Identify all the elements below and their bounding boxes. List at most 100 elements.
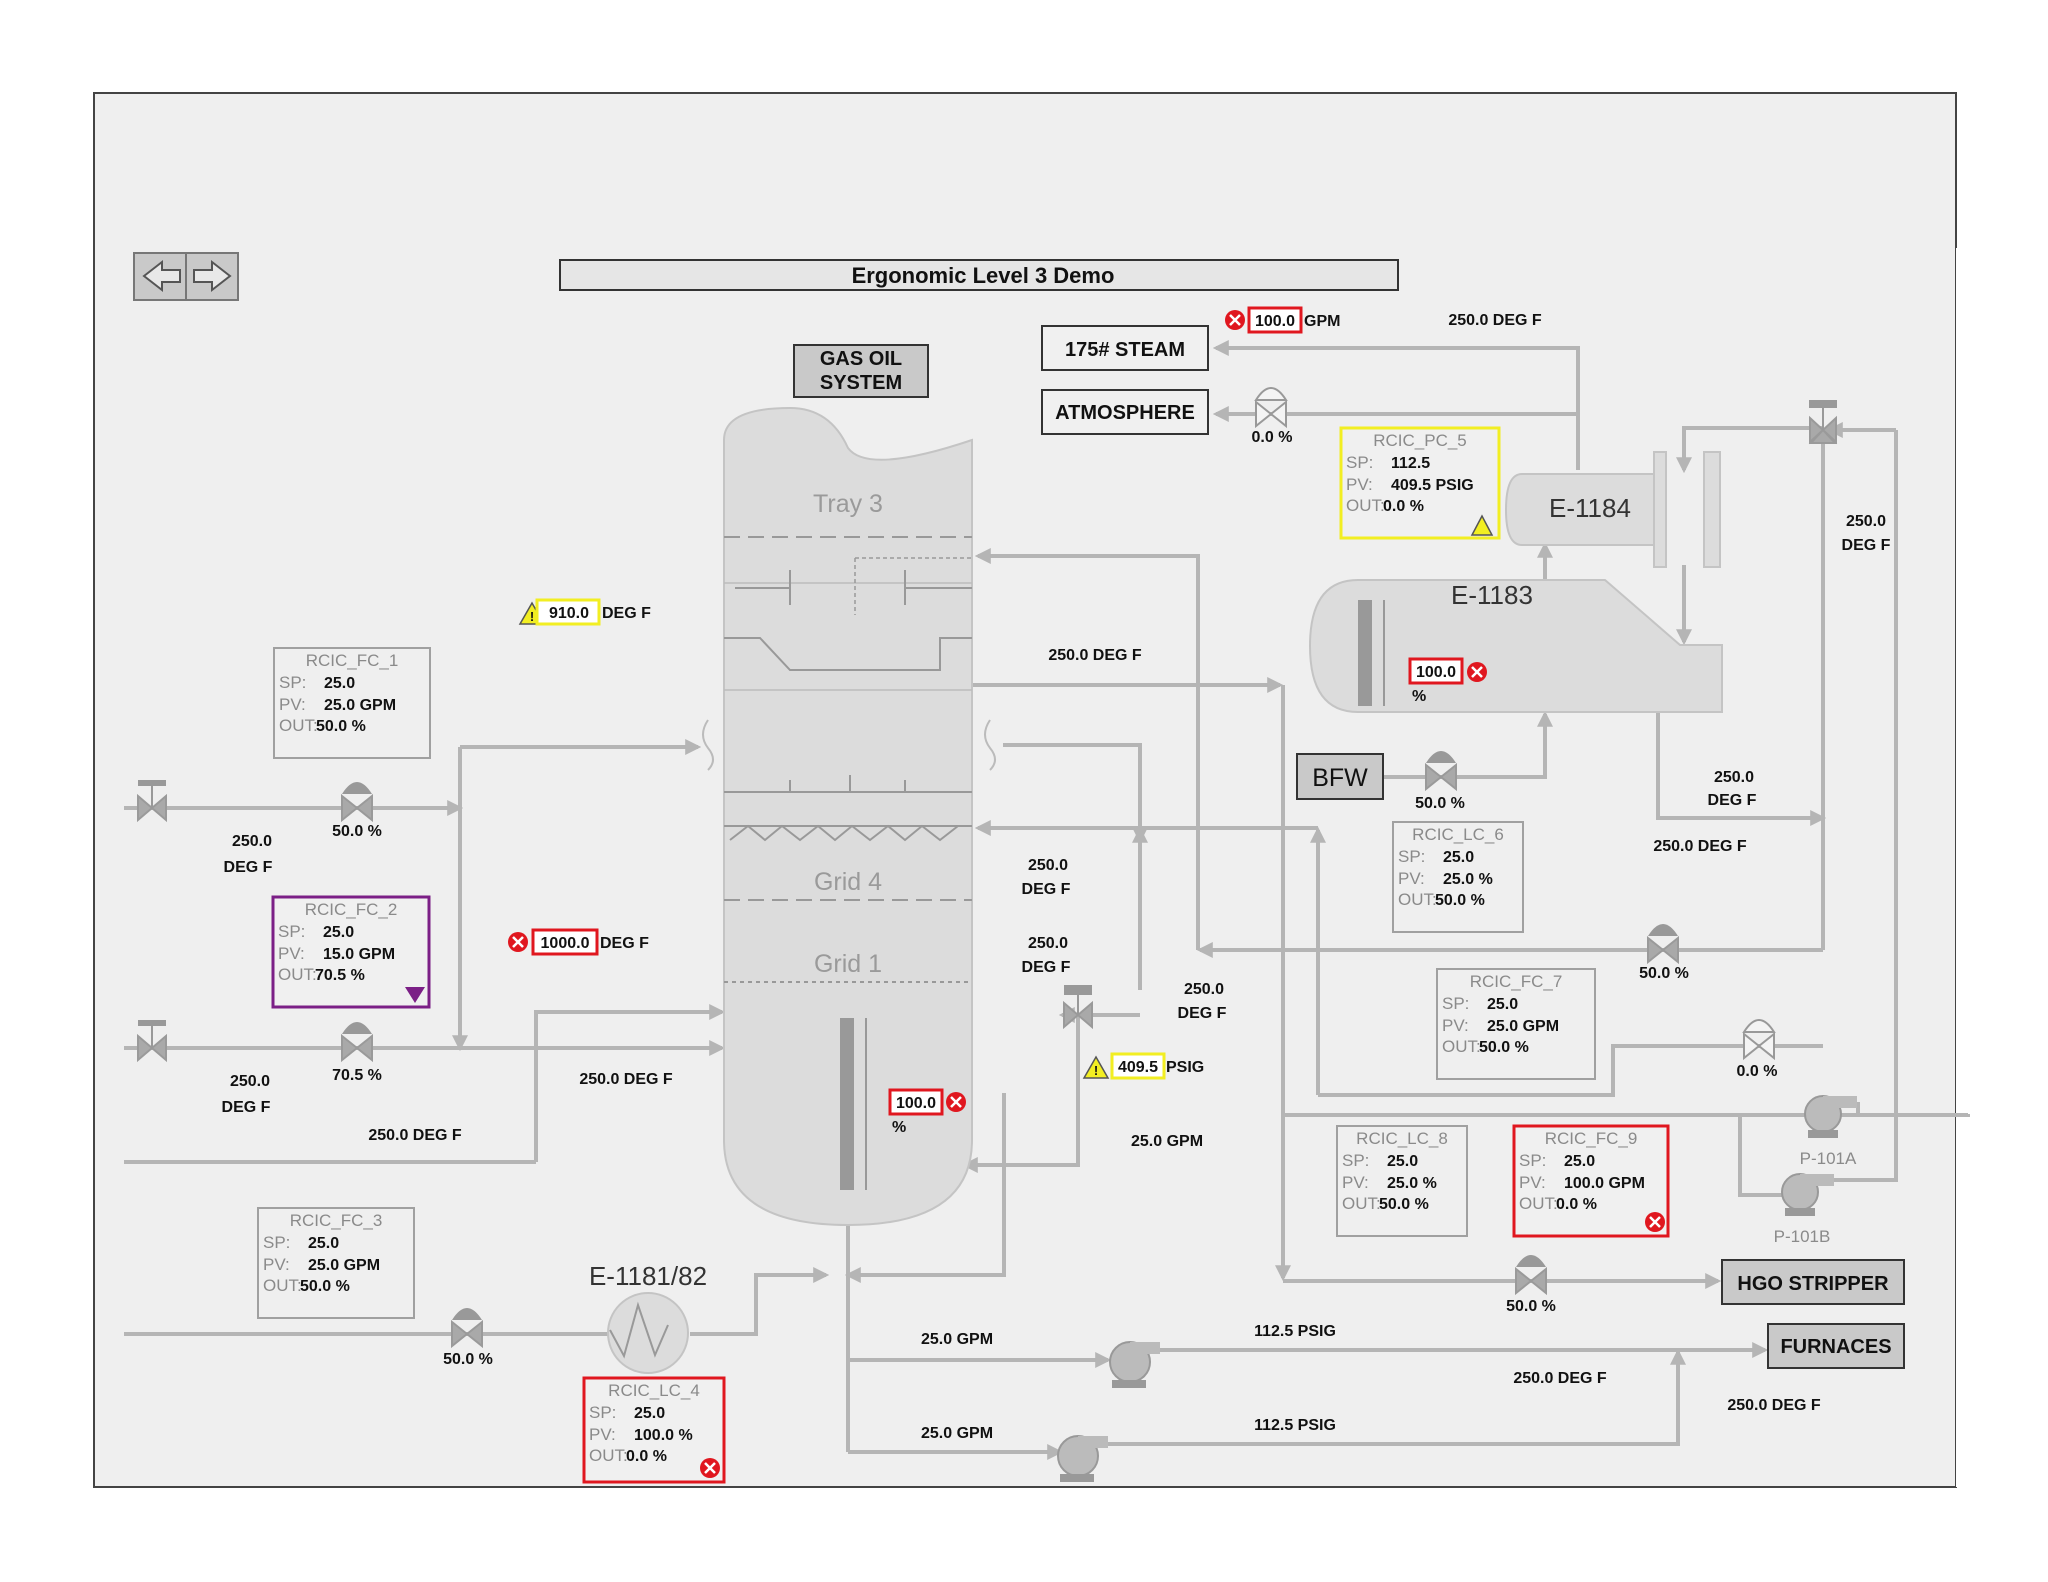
pump-p101a[interactable]: P-101A [1800,1095,1857,1168]
svg-text:50.0 %: 50.0 % [332,823,382,840]
temp-910-warning[interactable]: ! 910.0 DEG F [518,598,651,626]
svg-text:HGO STRIPPER: HGO STRIPPER [1737,1273,1889,1295]
valve-psig[interactable] [1063,985,1093,1030]
valve-pump-recycle[interactable] [1742,1019,1776,1061]
furnaces-destination[interactable]: FURNACES [1767,1323,1905,1369]
svg-text:DEG F: DEG F [1708,792,1757,809]
steam-destination[interactable]: 175# STEAM [1041,325,1209,371]
column-level-gauge [840,1018,854,1190]
svg-text:RCIC_PC_5: RCIC_PC_5 [1373,431,1467,450]
hgo-stripper-destination[interactable]: HGO STRIPPER [1721,1259,1905,1305]
svg-text:GAS OIL: GAS OIL [820,348,902,370]
svg-text:PSIG: PSIG [1166,1059,1204,1076]
svg-text:DEG F: DEG F [1178,1005,1227,1022]
svg-text:OUT:: OUT: [279,716,318,735]
svg-text:SP:: SP: [1346,453,1373,472]
svg-text:70.5 %: 70.5 % [315,967,365,984]
e1183-level-alarm[interactable]: 100.0 % [1408,657,1487,705]
svg-text:RCIC_FC_7: RCIC_FC_7 [1470,972,1563,991]
svg-text:PV:: PV: [1346,475,1373,494]
e1184-exchanger[interactable]: E-1184 [1504,451,1721,568]
svg-text:SP:: SP: [589,1403,616,1422]
atmosphere-destination[interactable]: ATMOSPHERE [1041,389,1209,435]
faceplate-rcic-fc-2[interactable]: RCIC_FC_2 SP:25.0 PV:15.0 GPM OUT:70.5 % [271,895,431,1009]
svg-text:DEG F: DEG F [222,1099,271,1116]
back-button[interactable] [133,252,187,301]
svg-text:RCIC_FC_1: RCIC_FC_1 [306,651,399,670]
bfw-source[interactable]: BFW [1296,753,1384,800]
valve-bfw[interactable] [1425,751,1457,792]
svg-text:PV:: PV: [589,1425,616,1444]
svg-text:112.5 PSIG: 112.5 PSIG [1254,1323,1336,1340]
svg-text:250.0 DEG F: 250.0 DEG F [1513,1370,1607,1387]
svg-text:25.0: 25.0 [323,924,354,941]
svg-text:!: ! [530,609,534,624]
pump-furnace-2[interactable] [1057,1435,1108,1482]
faceplate-rcic-lc-8[interactable]: RCIC_LC_8 SP:25.0 PV:25.0 % OUT:50.0 % [1336,1125,1468,1237]
svg-text:50.0 %: 50.0 % [1506,1298,1556,1315]
svg-text:SP:: SP: [279,673,306,692]
valve-fc2[interactable] [341,1022,373,1063]
faceplate-rcic-fc-1[interactable]: RCIC_FC_1 SP:25.0 PV:25.0 GPM OUT:50.0 % [273,647,431,759]
svg-text:SP:: SP: [1519,1151,1546,1170]
svg-text:OUT:: OUT: [1398,890,1437,909]
svg-text:P-101A: P-101A [1800,1149,1857,1168]
svg-text:OUT:: OUT: [278,965,317,984]
svg-text:PV:: PV: [1398,869,1425,888]
valve-fc7[interactable] [1647,924,1679,965]
forward-button[interactable] [185,252,239,301]
svg-text:25.0: 25.0 [324,675,355,692]
svg-text:100.0 GPM: 100.0 GPM [1564,1175,1645,1192]
faceplate-rcic-lc-4[interactable]: RCIC_LC_4 SP:25.0 PV:100.0 % OUT:0.0 % [582,1376,726,1484]
svg-text:25.0: 25.0 [308,1235,339,1252]
svg-text:BFW: BFW [1312,764,1368,792]
svg-text:50.0 %: 50.0 % [443,1351,493,1368]
pump-p101b[interactable]: P-101B [1774,1173,1834,1246]
svg-text:50.0 %: 50.0 % [1379,1196,1429,1213]
svg-text:25.0: 25.0 [634,1405,665,1422]
valve-fc3[interactable] [451,1308,483,1349]
valve-pc5[interactable] [1254,387,1288,429]
faceplate-rcic-fc-9[interactable]: RCIC_FC_9 SP:25.0 PV:100.0 GPM OUT:0.0 % [1512,1124,1670,1238]
svg-text:0.0 %: 0.0 % [1383,498,1424,515]
valve-hgo[interactable] [1515,1255,1547,1296]
faceplate-rcic-pc-5[interactable]: RCIC_PC_5 SP:112.5 PV:409.5 PSIG OUT:0.0… [1339,426,1501,540]
arrow-left-icon [142,259,181,293]
svg-text:RCIC_FC_9: RCIC_FC_9 [1545,1129,1638,1148]
svg-text:250.0 DEG F: 250.0 DEG F [368,1127,462,1144]
steam-flow-alarm[interactable]: 100.0 GPM [1225,306,1340,334]
valve-e1184-threeway[interactable] [1808,400,1838,445]
svg-text:25.0 %: 25.0 % [1387,1175,1437,1192]
svg-text:SP:: SP: [1342,1151,1369,1170]
svg-text:PV:: PV: [1442,1016,1469,1035]
column-level-alarm[interactable]: 100.0 % [888,1088,966,1136]
faceplate-rcic-fc-7[interactable]: RCIC_FC_7 SP:25.0 PV:25.0 GPM OUT:50.0 % [1436,968,1596,1080]
valve-fc1[interactable] [341,782,373,823]
svg-text:100.0: 100.0 [1255,313,1295,330]
pump-furnace-1[interactable] [1109,1341,1160,1388]
faceplate-rcic-lc-6[interactable]: RCIC_LC_6 SP:25.0 PV:25.0 % OUT:50.0 % [1392,821,1524,933]
svg-text:250.0 DEG F: 250.0 DEG F [1448,312,1542,329]
temp-1000-alarm[interactable]: 1000.0 DEG F [508,928,649,956]
e1181-exchanger[interactable]: E-1181/82 [589,1261,707,1374]
gas-oil-system-button[interactable]: GAS OIL SYSTEM [793,344,929,398]
svg-text:%: % [1412,688,1426,705]
svg-text:25.0 GPM: 25.0 GPM [308,1257,380,1274]
faceplate-rcic-fc-3[interactable]: RCIC_FC_3 SP:25.0 PV:25.0 GPM OUT:50.0 % [257,1207,415,1319]
svg-text:25.0: 25.0 [1564,1153,1595,1170]
svg-text:RCIC_FC_3: RCIC_FC_3 [290,1211,383,1230]
svg-text:250.0 DEG F: 250.0 DEG F [1727,1397,1821,1414]
svg-text:112.5 PSIG: 112.5 PSIG [1254,1417,1336,1434]
grid1-label: Grid 1 [814,950,882,978]
warning-icon [1470,514,1494,536]
svg-text:DEG F: DEG F [224,859,273,876]
svg-text:250.0: 250.0 [1028,935,1068,952]
process-piping [124,340,1970,1460]
valve-feed1-isolation[interactable] [137,780,167,823]
psig-409-warning[interactable]: ! 409.5 PSIG [1082,1052,1204,1080]
valve-feed2-isolation[interactable] [137,1020,167,1063]
svg-text:OUT:: OUT: [589,1446,628,1465]
svg-text:E-1184: E-1184 [1549,493,1631,523]
svg-text:SP:: SP: [1398,847,1425,866]
